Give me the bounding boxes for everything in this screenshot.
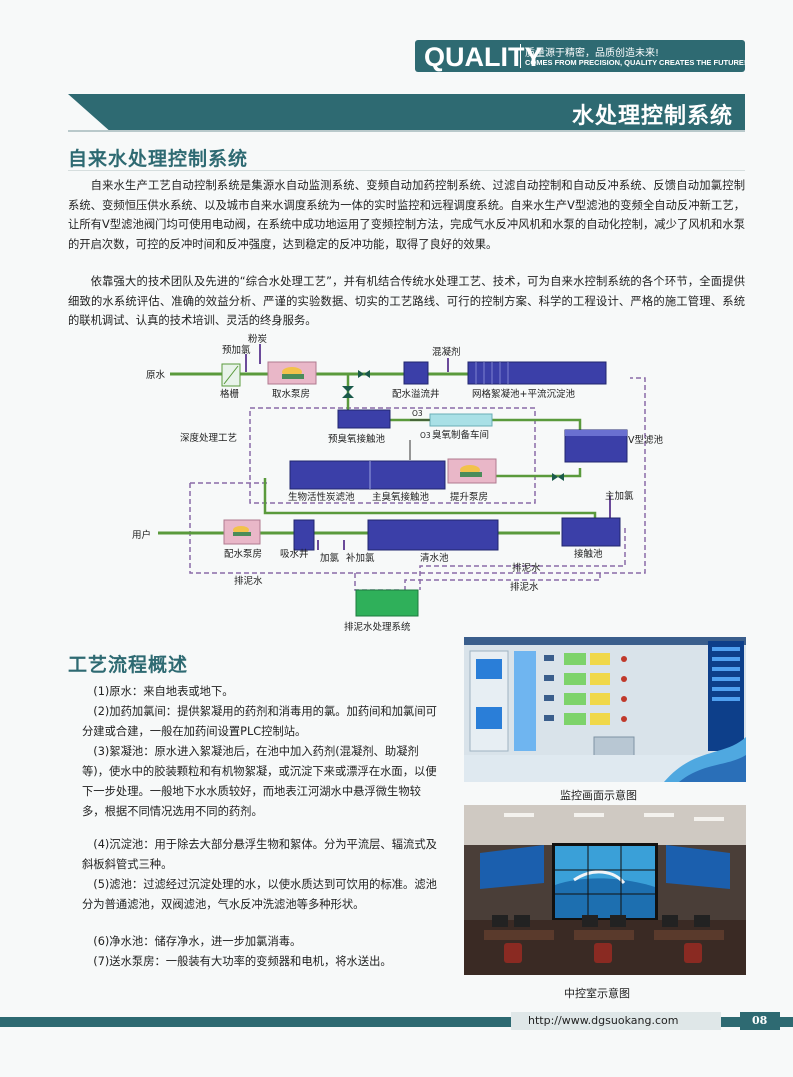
brand-word: QUALITY [424,42,543,72]
label-sludge-system: 排泥水处理系统 [344,621,411,633]
vfilter-out-pipe [495,468,582,478]
label-contact-pool: 接触池 [574,548,603,560]
label-powder-carbon: 粉炭 [248,333,268,345]
section2-heading: 工艺流程概述 [68,654,189,676]
label-ozone-workshop: 臭氧制备车间 [432,429,489,441]
section1-paragraph-2: 依靠强大的技术团队及先进的“综合水处理工艺”，并有机结合传统水处理工艺、技术，可… [68,275,745,327]
footer-band [0,1017,793,1027]
title-band [68,94,745,130]
control-room-image [464,805,746,975]
page-number: 08 [752,1014,768,1027]
title-band-shadow [68,130,745,132]
label-o3-2: O3 [420,431,431,440]
footer-url[interactable]: http://www.dgsuokang.com [528,1014,679,1027]
deep-treatment-frame [249,407,536,504]
slogan-en: COMES FROM PRECISION, QUALITY CREATES TH… [525,58,747,67]
label-clear-pool: 清水池 [420,552,449,564]
slogan-cn: 质量源于精密，品质创造未来! [525,48,660,59]
label-add-chlorine: 加氯 [320,552,340,564]
contact-pool [561,517,621,547]
label-dist-pump: 配水泵房 [224,548,262,560]
section1-heading: 自来水处理控制系统 [68,148,249,170]
label-coagulant: 混凝剂 [432,346,461,358]
page-title: 水处理控制系统 [571,104,733,129]
process-item-3: (3)絮凝池：原水进入絮凝池后，在池中加入药剂(混凝剂、助凝剂等)，使水中的胶装… [82,745,437,818]
label-sludge-1: 排泥水 [234,575,263,587]
label-intake-pump: 取水泵房 [272,388,310,400]
label-suction-well: 吸水井 [280,548,309,560]
label-sludge-2: 排泥水 [512,562,541,574]
label-deep-treatment: 深度处理工艺 [180,432,237,444]
sludge-system-box [355,589,419,617]
bac-main-ozone-pools [289,460,446,490]
label-sludge-3: 排泥水 [510,581,539,593]
process-item-4: (4)沉淀池：用于除去大部分悬浮生物和絮体。分为平流层、辐流式及斜板斜管式三种。 [82,838,437,871]
sludge-drop-line-1 [354,573,400,591]
process-item-5: (5)滤池：过滤经过沉淀处理的水，以使水质达到可饮用的标准。滤池分为普通滤池，双… [82,878,437,911]
label-main-chlorine: 主加氯 [605,490,634,502]
process-item-7: (7)送水泵房：一般装有大功率的变频器和电机，将水送出。 [93,955,392,968]
label-v-filter: V型滤池 [628,434,663,446]
process-item-2: (2)加药加氯间：提供絮凝用的药剂和消毒用的氯。加药间和加氯间可分建或合建，一般… [82,705,437,738]
sludge-loop-line [189,377,646,574]
quality-banner [415,40,745,72]
monitor-caption: 监控画面示意图 [560,789,637,802]
suction-well [293,519,315,551]
control-room-caption: 中控室示意图 [564,987,630,1000]
label-overflow-well: 配水溢流井 [392,388,440,400]
label-screen: 格栅 [220,388,240,400]
process-item-1: (1)原水：来自地表或地下。 [93,685,234,698]
sludge-drop-line-3 [419,528,626,590]
brand-separator [520,44,521,68]
clear-water-pool [367,519,499,551]
flocculation-pool [467,361,607,385]
footer-url-box [511,1012,721,1030]
label-bac-pool: 生物活性炭滤池 [288,491,355,503]
process-flow-diagram: 原水 预加氯 粉炭 混凝剂 格栅 取水泵房 配水溢流井 网格絮凝池+平流沉淀池 … [132,333,663,633]
pre-ozone-pool [337,409,391,429]
section1-paragraph-1: 自来水生产工艺自动控制系统是集源水自动监测系统、变频自动加药控制系统、过滤自动控… [68,179,745,251]
label-main-ozone: 主臭氧接触池 [372,491,430,503]
monitoring-screen-image [464,637,746,782]
footer-page-box [740,1012,780,1030]
label-raw-water: 原水 [146,369,166,381]
label-user: 用户 [132,529,151,541]
label-o3-1: O3 [412,409,423,418]
overflow-well [403,361,429,385]
label-supp-chlorine: 补加氯 [346,552,375,564]
sludge-drop-line-2 [404,573,601,590]
label-pre-ozone: 预臭氧接触池 [328,433,386,445]
section1-divider [68,170,745,171]
label-lift-pump: 提升泵房 [450,491,488,503]
label-flocculation: 网格絮凝池+平流沉淀池 [472,388,575,400]
label-pre-chlorine: 预加氯 [222,344,251,356]
process-item-6: (6)净水池：储存净水，进一步加氯消毒。 [93,935,302,948]
ozone-workshop-box [429,413,493,427]
